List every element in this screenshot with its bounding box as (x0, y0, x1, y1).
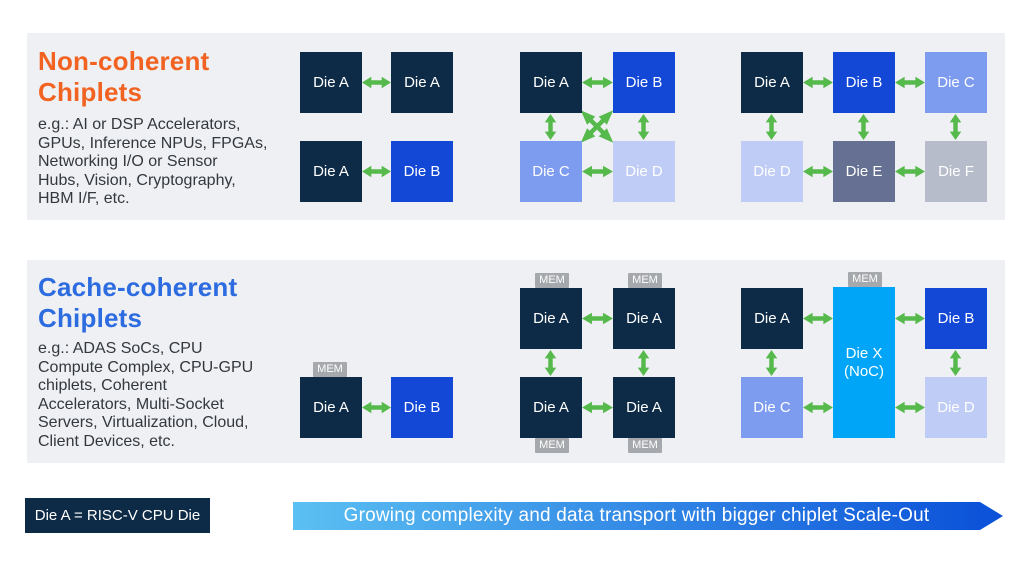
link-arrow-icon (582, 401, 613, 414)
die-label: Die A (313, 73, 349, 91)
die-box: Die D (613, 141, 675, 202)
banner-text: Growing complexity and data transport wi… (343, 505, 930, 526)
legend-chip: Die A = RISC-V CPU Die (25, 498, 210, 533)
link-arrow-icon (895, 401, 925, 414)
die-box: Die A (613, 377, 675, 438)
die-box: Die D (741, 141, 803, 202)
die-label: Die B (403, 398, 441, 416)
mem-tag: MEM (535, 438, 569, 453)
die-box: Die A (613, 288, 675, 349)
link-arrow-icon (582, 165, 613, 178)
link-arrow-icon (582, 312, 613, 325)
die-label: Die A (533, 309, 569, 327)
die-label: Die A (533, 73, 569, 91)
die-box: Die A (520, 52, 582, 113)
link-arrow-icon (895, 76, 925, 89)
link-arrow-icon (362, 76, 391, 89)
mem-tag: MEM (535, 273, 569, 288)
die-label: Die B (625, 73, 663, 91)
link-arrow-icon (362, 401, 391, 414)
link-arrow-icon (765, 114, 778, 140)
link-arrow-icon (582, 76, 613, 89)
die-box: Die A (741, 288, 803, 349)
die-box: Die E (833, 141, 895, 202)
link-arrow-icon (803, 165, 833, 178)
mem-tag: MEM (313, 362, 347, 377)
link-arrow-icon (949, 114, 962, 140)
die-box: Die A (741, 52, 803, 113)
die-box: Die A (300, 52, 362, 113)
die-label: Die A (313, 398, 349, 416)
link-arrow-icon (637, 114, 650, 140)
mem-tag: MEM (628, 438, 662, 453)
die-box: Die B (391, 377, 453, 438)
link-arrow-icon (803, 401, 833, 414)
link-arrow-icon (544, 114, 557, 140)
die-box: Die A (300, 377, 362, 438)
link-arrow-icon (895, 165, 925, 178)
die-box: Die A (520, 288, 582, 349)
die-box: Die A (300, 141, 362, 202)
banner-arrowhead-icon (980, 502, 1003, 530)
die-label: Die D (625, 162, 663, 180)
die-label: Die B (937, 309, 975, 327)
cache-coherent-title: Cache-coherent Chiplets (38, 272, 238, 333)
legend-text: Die A = RISC-V CPU Die (34, 507, 201, 524)
die-box: Die C (520, 141, 582, 202)
mem-tag: MEM (628, 273, 662, 288)
die-label: Die C (753, 398, 791, 416)
die-label: Die A (533, 398, 569, 416)
die-label: Die A (404, 73, 440, 91)
die-box: Die A (520, 377, 582, 438)
link-arrow-icon (857, 114, 870, 140)
die-box: Die D (925, 377, 987, 438)
die-label: Die C (532, 162, 570, 180)
link-arrow-icon (544, 350, 557, 376)
link-arrow-icon (576, 106, 618, 148)
link-arrow-icon (362, 165, 391, 178)
die-box: Die A (391, 52, 453, 113)
die-label: Die A (626, 398, 662, 416)
link-arrow-icon (765, 350, 778, 376)
die-label: Die D (937, 398, 975, 416)
link-arrow-icon (895, 312, 925, 325)
non-coherent-title: Non-coherent Chiplets (38, 46, 210, 107)
die-box: Die C (741, 377, 803, 438)
die-label: Die A (754, 309, 790, 327)
die-label: Die A (313, 162, 349, 180)
non-coherent-description: e.g.: AI or DSP Accelerators, GPUs, Infe… (38, 116, 268, 207)
link-arrow-icon (803, 312, 833, 325)
die-label: Die A (754, 73, 790, 91)
die-box: Die F (925, 141, 987, 202)
cache-coherent-description: e.g.: ADAS SoCs, CPU Compute Complex, CP… (38, 340, 254, 450)
die-box: Die B (613, 52, 675, 113)
die-label: Die C (937, 73, 975, 91)
link-arrow-icon (803, 76, 833, 89)
die-label: Die X (NoC) (844, 344, 884, 380)
die-box: Die B (925, 288, 987, 349)
mem-tag: MEM (848, 272, 882, 287)
die-label: Die E (845, 162, 883, 180)
die-label: Die B (845, 73, 883, 91)
link-arrow-icon (949, 350, 962, 376)
banner-arrow: Growing complexity and data transport wi… (293, 502, 980, 530)
die-box: Die B (391, 141, 453, 202)
die-box: Die X (NoC) (833, 287, 895, 438)
die-label: Die A (626, 309, 662, 327)
die-box: Die C (925, 52, 987, 113)
die-label: Die D (753, 162, 791, 180)
die-label: Die B (403, 162, 441, 180)
die-box: Die B (833, 52, 895, 113)
link-arrow-icon (637, 350, 650, 376)
die-label: Die F (938, 162, 974, 180)
